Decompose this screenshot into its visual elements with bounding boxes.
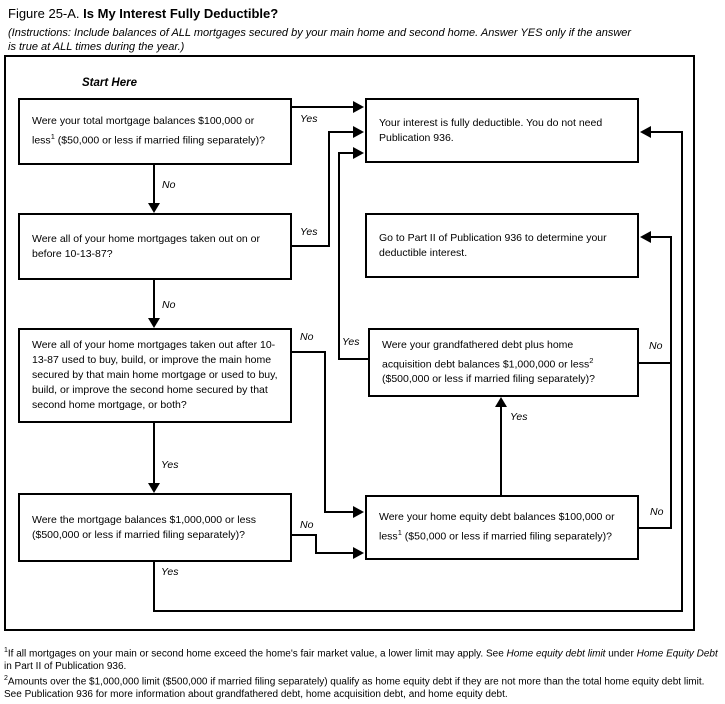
connector-q6-yes-v1: [153, 562, 155, 612]
label-he-yes: Yes: [510, 411, 528, 423]
connector-q6-yes-hbottom: [153, 610, 683, 612]
figure-label: Figure 25-A.: [8, 6, 80, 21]
footnote-1-part2: under: [605, 648, 637, 660]
box-home-equity-debt: Were your home equity debt balances $100…: [365, 495, 639, 560]
connector-q6-no-h1: [292, 534, 317, 536]
footnote-2: 2Amounts over the $1,000,000 limit ($500…: [4, 673, 723, 701]
connector-gf-yes-v: [338, 152, 340, 360]
box-q1-text-part1: Were your total mortgage balances $100,0…: [32, 115, 255, 147]
box-q2-before-101387: Were all of your home mortgages taken ou…: [18, 213, 292, 280]
label-gf-no: No: [649, 340, 663, 352]
box-fully-deductible: Your interest is fully deductible. You d…: [365, 98, 639, 163]
box-grandfathered-footnote-ref: 2: [589, 355, 594, 365]
connector-q1-yes: [292, 106, 354, 108]
he-yes-arrowhead-icon: [495, 397, 507, 407]
footnote-2-text: Amounts over the $1,000,000 limit ($500,…: [4, 676, 705, 700]
label-q1-no: No: [162, 179, 176, 191]
instructions-text: (Instructions: Include balances of ALL m…: [8, 27, 631, 54]
connector-gf-no: [639, 362, 672, 364]
box-grandfathered-debt: Were your grandfathered debt plus home a…: [368, 328, 639, 397]
connector-q6-no-h2: [315, 552, 353, 554]
box-q6-million-limit: Were the mortgage balances $1,000,000 or…: [18, 493, 292, 562]
connector-q2-yes-v: [328, 131, 330, 247]
connector-q3-yes: [153, 423, 155, 483]
connector-part2-entry-h: [651, 236, 672, 238]
connector-q3-no-h2: [324, 511, 353, 513]
instructions-line2: is true at ALL times during the year.): [8, 40, 185, 53]
box-grandfathered-text-part1: Were your grandfathered debt plus home a…: [382, 338, 590, 371]
label-q3-yes: Yes: [161, 459, 179, 471]
q2-yes-arrowhead-icon: [353, 126, 364, 138]
label-gf-yes: Yes: [342, 336, 360, 348]
connector-he-no: [639, 527, 672, 529]
box-go-to-part2-text: Go to Part II of Publication 936 to dete…: [379, 231, 607, 259]
footnote-1-marker: 1: [4, 647, 8, 654]
box-q1-text: Were your total mortgage balances $100,0…: [32, 114, 278, 149]
q3-yes-arrowhead-icon: [148, 483, 160, 493]
figure-title-bold: Is My Interest Fully Deductible?: [83, 6, 279, 21]
q6-no-arrowhead-icon: [353, 547, 364, 559]
connector-part2-entry-v: [670, 236, 672, 529]
box-home-equity-text-part2: ($50,000 or less if married filing separ…: [401, 530, 612, 543]
label-q2-no: No: [162, 299, 176, 311]
footnote-2-marker: 2: [4, 674, 8, 682]
box-q3-text: Were all of your home mortgages taken ou…: [32, 339, 278, 411]
connector-q3-no-h1: [292, 351, 326, 353]
connector-q1-no: [153, 165, 155, 205]
box-q3-after-101387: Were all of your home mortgages taken ou…: [18, 328, 292, 423]
part2-entry-arrowhead-icon: [640, 231, 651, 243]
label-he-no: No: [650, 506, 664, 518]
connector-q6-yes-v2: [681, 131, 683, 612]
connector-q2-no: [153, 280, 155, 318]
box-grandfathered-text-part2: ($500,000 or less if married filing sepa…: [382, 373, 596, 386]
label-q1-yes: Yes: [300, 113, 318, 125]
connector-q2-yes-h2: [328, 131, 353, 133]
footnote-1-part1: If all mortgages on your main or second …: [7, 648, 507, 660]
connector-q6-yes-htop: [651, 131, 683, 133]
box-q6-text: Were the mortgage balances $1,000,000 or…: [32, 513, 256, 541]
box-home-equity-text-part1: Were your home equity debt balances $100…: [379, 511, 615, 543]
footnote-1: 1If all mortgages on your main or second…: [4, 645, 723, 673]
connector-q6-no-v: [315, 534, 317, 554]
q1-no-arrowhead-icon: [148, 203, 160, 213]
footnote-1-italic2: Home Equity Debt: [636, 648, 718, 660]
label-q6-no: No: [300, 519, 314, 531]
q3-no-arrowhead-icon: [353, 506, 364, 518]
q1-yes-arrowhead-icon: [353, 101, 364, 113]
footnotes: 1If all mortgages on your main or second…: [4, 645, 723, 701]
connector-gf-yes-h1: [338, 358, 370, 360]
connector-he-yes: [500, 405, 502, 495]
label-q3-no: No: [300, 331, 314, 343]
gf-yes-arrowhead-icon: [353, 147, 364, 159]
footnote-1-italic1: Home equity debt limit: [506, 648, 606, 660]
box-q1-footnote-ref: 1: [50, 132, 55, 142]
instructions-line1: (Instructions: Include balances of ALL m…: [8, 27, 632, 39]
start-here-label: Start Here: [82, 77, 137, 89]
connector-q2-yes-h1: [292, 245, 330, 247]
box-q1-total-balances: Were your total mortgage balances $100,0…: [18, 98, 292, 165]
box-go-to-part2: Go to Part II of Publication 936 to dete…: [365, 213, 639, 278]
box-q2-text: Were all of your home mortgages taken ou…: [32, 232, 261, 260]
label-q2-yes: Yes: [300, 226, 318, 238]
box-grandfathered-text: Were your grandfathered debt plus home a…: [382, 338, 625, 388]
footnote-1-part3: in Part II of Publication 936.: [4, 660, 127, 672]
connector-q3-no-v: [324, 351, 326, 513]
box-home-equity-footnote-ref: 1: [397, 528, 402, 538]
chart-border: [4, 55, 695, 631]
box-home-equity-text: Were your home equity debt balances $100…: [379, 510, 625, 545]
box-fully-deductible-text: Your interest is fully deductible. You d…: [379, 116, 603, 144]
q2-no-arrowhead-icon: [148, 318, 160, 328]
q6-yes-arrowhead-icon: [640, 126, 651, 138]
label-q6-yes-bottom: Yes: [161, 566, 179, 578]
page-title: Figure 25-A. Is My Interest Fully Deduct…: [8, 6, 278, 21]
connector-gf-yes-h2: [338, 152, 353, 154]
box-q1-text-part2: ($50,000 or less if married filing separ…: [54, 134, 265, 147]
